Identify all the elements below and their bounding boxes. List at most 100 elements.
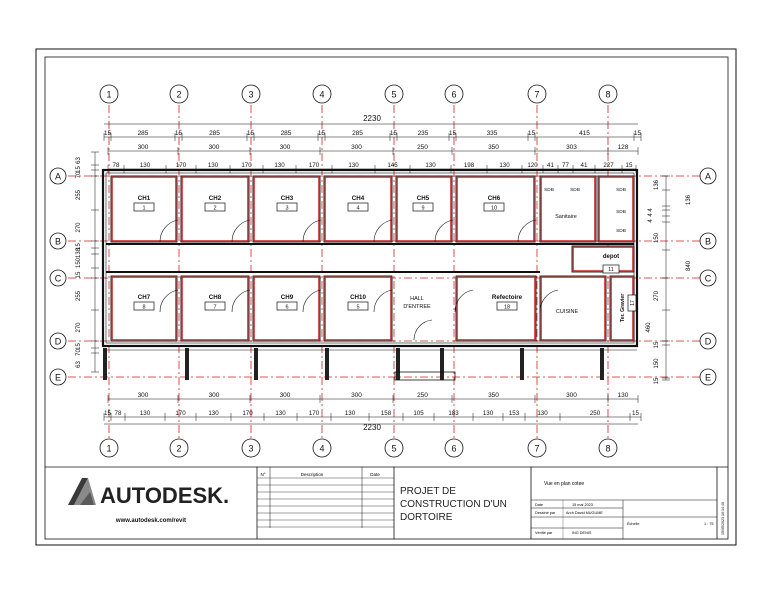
porch-post bbox=[600, 348, 604, 380]
grid-bubble bbox=[444, 84, 464, 104]
room-label-ch6: CH6 bbox=[488, 195, 501, 202]
wall-inner-red bbox=[111, 176, 177, 242]
top-row-3-value: 130 bbox=[348, 162, 359, 169]
porch-post bbox=[440, 348, 444, 380]
left-dim-value: 255 bbox=[76, 189, 82, 200]
room-tag-ch1: 1 bbox=[142, 206, 145, 212]
grid-bubble bbox=[169, 438, 189, 458]
top-row-1-value: 15 bbox=[104, 130, 112, 137]
grid-bubble bbox=[241, 84, 261, 104]
left-dim-value: 15 bbox=[76, 166, 82, 173]
grid-label-row: D bbox=[55, 337, 62, 347]
top-row-3-value: 41 bbox=[547, 162, 554, 169]
grid-bubble bbox=[49, 332, 67, 350]
left-dim-value: 255 bbox=[76, 290, 82, 301]
left-dim-value: 70 bbox=[76, 349, 82, 356]
grid-bubble bbox=[444, 438, 464, 458]
door-swing bbox=[159, 219, 179, 243]
room-tag-refectoire: 18 bbox=[504, 305, 510, 311]
wall-inner-red bbox=[540, 176, 596, 242]
left-dim-value: 63 bbox=[76, 361, 82, 368]
bottom-row-1-value: 300 bbox=[209, 392, 220, 399]
grid-bubble bbox=[49, 269, 67, 287]
drawn-by-label: Dessiné par bbox=[535, 511, 556, 515]
room-tag-ch8: 7 bbox=[213, 305, 216, 311]
room-tag-box-ch9 bbox=[276, 301, 298, 311]
grid-bubble bbox=[699, 232, 717, 250]
room-label-ch8: CH8 bbox=[209, 294, 222, 301]
left-dim-value: 270 bbox=[76, 222, 82, 233]
bottom-row-1-value: 300 bbox=[280, 392, 291, 399]
walls-layer bbox=[101, 168, 639, 381]
room-tag-box-ch3 bbox=[276, 202, 298, 212]
top-row-1-value: 15 bbox=[528, 130, 536, 137]
room-tag-box-ch7 bbox=[133, 301, 155, 311]
door-swing-entrance bbox=[413, 319, 433, 341]
top-row-3-value: 170 bbox=[241, 162, 252, 169]
door-swing bbox=[302, 219, 322, 243]
bottom-row-2-value: 15 bbox=[104, 410, 111, 417]
grid-label-row: A bbox=[55, 172, 61, 182]
sanitary-walls bbox=[539, 175, 597, 243]
room-label-sdb-1: SDB bbox=[544, 187, 554, 193]
bottom-row-1-value: 130 bbox=[618, 392, 629, 399]
title-block: AUTODESK. www.autodesk.com/revit N° Desc… bbox=[45, 466, 728, 539]
grid-bubble bbox=[527, 438, 547, 458]
top-row-2-value: 303 bbox=[566, 144, 577, 151]
grid-bubble bbox=[527, 84, 547, 104]
room-tag-box-terrasse bbox=[627, 294, 637, 312]
grid-label-col: 4 bbox=[319, 444, 324, 454]
door-swing bbox=[231, 219, 251, 243]
left-dim-value: 70 bbox=[76, 171, 82, 178]
room-tag-ch6: 10 bbox=[491, 206, 497, 212]
top-row-1-value: 285 bbox=[281, 130, 292, 137]
top-row-3-value: 130 bbox=[425, 162, 436, 169]
date-value: 15 mai 2023 bbox=[572, 503, 593, 507]
porch-post bbox=[185, 348, 189, 380]
bottom-row-2-value: 170 bbox=[242, 410, 253, 417]
bottom-row-1-value: 300 bbox=[351, 392, 362, 399]
top-row-2-value: 300 bbox=[351, 144, 362, 151]
room-label-ch7: CH7 bbox=[138, 294, 151, 301]
room-label-terrasse: Ter. Gravier bbox=[620, 294, 626, 322]
grid-bubble bbox=[384, 438, 404, 458]
sheet-border-outer bbox=[35, 48, 737, 546]
room-label-ch2: CH2 bbox=[209, 195, 222, 202]
room-label-ch5: CH5 bbox=[417, 195, 430, 202]
grid-bubble bbox=[699, 269, 717, 287]
door-swing bbox=[373, 289, 393, 313]
room-tag-ch3: 3 bbox=[285, 206, 288, 212]
room-label-ch1: CH1 bbox=[138, 195, 151, 202]
porch-post bbox=[325, 348, 329, 380]
right-dim-value: 4 bbox=[648, 213, 654, 217]
top-row-1-value: 415 bbox=[579, 130, 590, 137]
grid-label-row: D bbox=[705, 337, 712, 347]
room-tag-box-ch8 bbox=[204, 301, 226, 311]
exterior-wall bbox=[101, 168, 639, 348]
grid-bubble bbox=[49, 368, 67, 386]
left-dim-value: 138 bbox=[76, 247, 82, 258]
grid-bubble bbox=[312, 438, 332, 458]
wall-inner-red bbox=[181, 176, 249, 242]
room-tag-box-ch2 bbox=[204, 202, 226, 212]
room-label-ch4: CH4 bbox=[352, 195, 365, 202]
grid-label-row: E bbox=[55, 373, 61, 383]
grid-bubble bbox=[384, 84, 404, 104]
bottom-row-2-value: 15 bbox=[632, 410, 639, 417]
checked-by-value: ING DENIS bbox=[572, 531, 592, 535]
project-title-line-1: PROJET DE bbox=[400, 486, 456, 497]
grid-bubble bbox=[312, 84, 332, 104]
room-label-sdb-3: SDB bbox=[616, 187, 626, 193]
top-row-1-value: 15 bbox=[390, 130, 398, 137]
right-dim-value: 150 bbox=[654, 358, 660, 369]
wall-inner-red bbox=[111, 276, 177, 341]
grid-bubble bbox=[699, 368, 717, 386]
top-row-3-value: 227 bbox=[603, 162, 614, 169]
top-row-3-value: 41 bbox=[581, 162, 588, 169]
wall-inner-red bbox=[253, 176, 320, 242]
grid-label-col: 6 bbox=[451, 444, 456, 454]
wall-inner-red bbox=[253, 276, 320, 341]
website-link[interactable]: www.autodesk.com/revit bbox=[115, 518, 186, 524]
right-dim-value: 136 bbox=[686, 194, 692, 205]
porch-post bbox=[103, 348, 107, 380]
